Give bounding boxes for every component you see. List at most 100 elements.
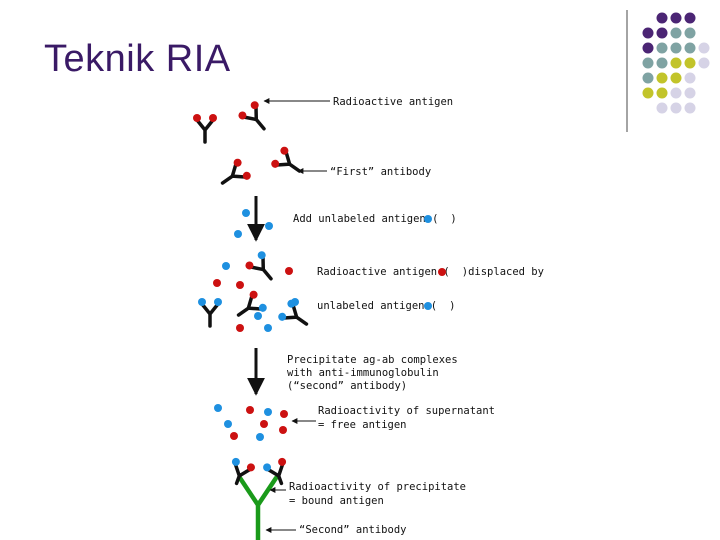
deco-dot (656, 27, 668, 39)
unlabeled-antigen-dot (256, 433, 264, 441)
deco-dot (684, 102, 696, 114)
label-supernatant-line2: = free antigen (318, 419, 407, 431)
radioactive-antigen-dot (236, 324, 244, 332)
radioactive-antigen-dot (271, 159, 280, 168)
radioactive-antigen-dot (213, 279, 221, 287)
deco-dot (656, 42, 668, 54)
first-antibody (231, 457, 255, 486)
first-antibody (198, 298, 222, 328)
unlabeled-antigen-dot (278, 312, 287, 321)
deco-dot (642, 27, 654, 39)
step-add-unlabeled: Add unlabeled antigen () (234, 196, 457, 242)
deco-dot (684, 72, 696, 84)
stage-4-precipitate: Radioactivity of precipitate = bound ant… (231, 457, 466, 540)
unlabeled-antigen-dot (224, 420, 232, 428)
radioactive-antigen-dot (193, 114, 201, 122)
unlabeled-antigen-dot (257, 251, 266, 260)
label-unlabeled-antigen: unlabeled antigen () (317, 300, 455, 312)
first-antibody (271, 146, 302, 173)
radioactive-antigen-dot (278, 457, 287, 466)
deco-dot (684, 57, 696, 69)
radioactive-antigen-dot (285, 267, 293, 275)
stage-1: Radioactive antigen “First” antibody (193, 96, 453, 185)
deco-dot (684, 42, 696, 54)
deco-dot (670, 12, 682, 24)
unlabeled-antigen-dot (264, 324, 272, 332)
radioactive-antigen-dot (280, 410, 288, 418)
unlabeled-antigen-dot (198, 298, 206, 306)
legend-radioactive-antigen-dot (438, 268, 446, 276)
deco-dot (656, 87, 668, 99)
label-displaced: Radioactive antigen ()displaced by (317, 266, 544, 278)
deco-dot (670, 72, 682, 84)
stage-3-supernatant: Radioactivity of supernatant = free anti… (214, 404, 495, 441)
radioactive-antigen-dot (230, 432, 238, 440)
page-title: Teknik RIA (44, 38, 231, 80)
unlabeled-antigen-dot (254, 312, 262, 320)
legend-unlabeled-antigen-dot (424, 302, 432, 310)
deco-dot (656, 72, 668, 84)
first-antibody (238, 101, 266, 131)
unlabeled-antigen-dot (263, 463, 272, 472)
radioactive-antigen-dot (246, 406, 254, 414)
deco-dot (698, 57, 710, 69)
deco-dot (670, 27, 682, 39)
radioactive-antigen-dot (249, 290, 258, 299)
radioactive-antigen-dot (279, 426, 287, 434)
label-radioactive-antigen: Radioactive antigen (333, 96, 453, 108)
radioactive-antigen-dot (209, 114, 217, 122)
deco-dot (670, 57, 682, 69)
radioactive-antigen-dot (250, 101, 259, 110)
deco-dot (656, 102, 668, 114)
unlabeled-antigen-dot (214, 298, 222, 306)
unlabeled-antigen-dot (222, 262, 230, 270)
unlabeled-antigen-dot (231, 457, 240, 466)
radioactive-antigen-dot (246, 463, 255, 472)
deco-dot (698, 42, 710, 54)
unlabeled-antigen-dot (291, 298, 299, 306)
label-add-unlabeled: Add unlabeled antigen () (293, 213, 457, 225)
first-antibody (193, 114, 217, 144)
deco-dot (670, 87, 682, 99)
legend-unlabeled-antigen-dot (424, 215, 432, 223)
label-first-antibody: “First” antibody (330, 166, 431, 178)
unlabeled-antigen-dot (258, 303, 267, 312)
step-precipitate: Precipitate ag-ab complexes with anti-im… (247, 348, 458, 396)
deco-dot (642, 57, 654, 69)
label-supernatant-line1: Radioactivity of supernatant (318, 405, 495, 417)
deco-dot (656, 57, 668, 69)
label-precipitate-line1: Precipitate ag-ab complexes (287, 354, 458, 366)
radioactive-antigen-dot (280, 146, 289, 155)
deco-dot (642, 87, 654, 99)
first-antibody (263, 457, 287, 486)
deco-dot (670, 42, 682, 54)
unlabeled-antigen-dot (214, 404, 222, 412)
unlabeled-antigen-dot (264, 408, 272, 416)
label-precipitate-radio-line2: = bound antigen (289, 495, 384, 507)
stage-2: Radioactive antigen ()displaced by unlab… (198, 251, 544, 332)
deco-dot (684, 12, 696, 24)
unlabeled-antigen-dot (234, 230, 242, 238)
deco-dot (656, 12, 668, 24)
radioactive-antigen-dot (233, 158, 242, 167)
label-second-antibody: “Second” antibody (299, 524, 406, 536)
radioactive-antigen-dot (245, 261, 254, 270)
label-precipitate-line3: (“second” antibody) (287, 380, 407, 392)
first-antibody (220, 158, 251, 185)
deco-dot (642, 72, 654, 84)
unlabeled-antigen-dot (242, 209, 250, 217)
decorative-dot-grid (626, 10, 710, 132)
label-precipitate-line2: with anti-immunoglobulin (287, 367, 439, 379)
radioactive-antigen-dot (260, 420, 268, 428)
label-precipitate-radio-line1: Radioactivity of precipitate (289, 481, 466, 493)
radioactive-antigen-dot (236, 281, 244, 289)
deco-dot (684, 87, 696, 99)
deco-dots (642, 12, 710, 114)
radioactive-antigen-dot (238, 111, 247, 120)
second-antibody (237, 475, 279, 540)
radioactive-antigen-dot (242, 171, 251, 180)
deco-dot (684, 27, 696, 39)
first-antibody (245, 251, 273, 281)
first-antibody (236, 290, 267, 317)
